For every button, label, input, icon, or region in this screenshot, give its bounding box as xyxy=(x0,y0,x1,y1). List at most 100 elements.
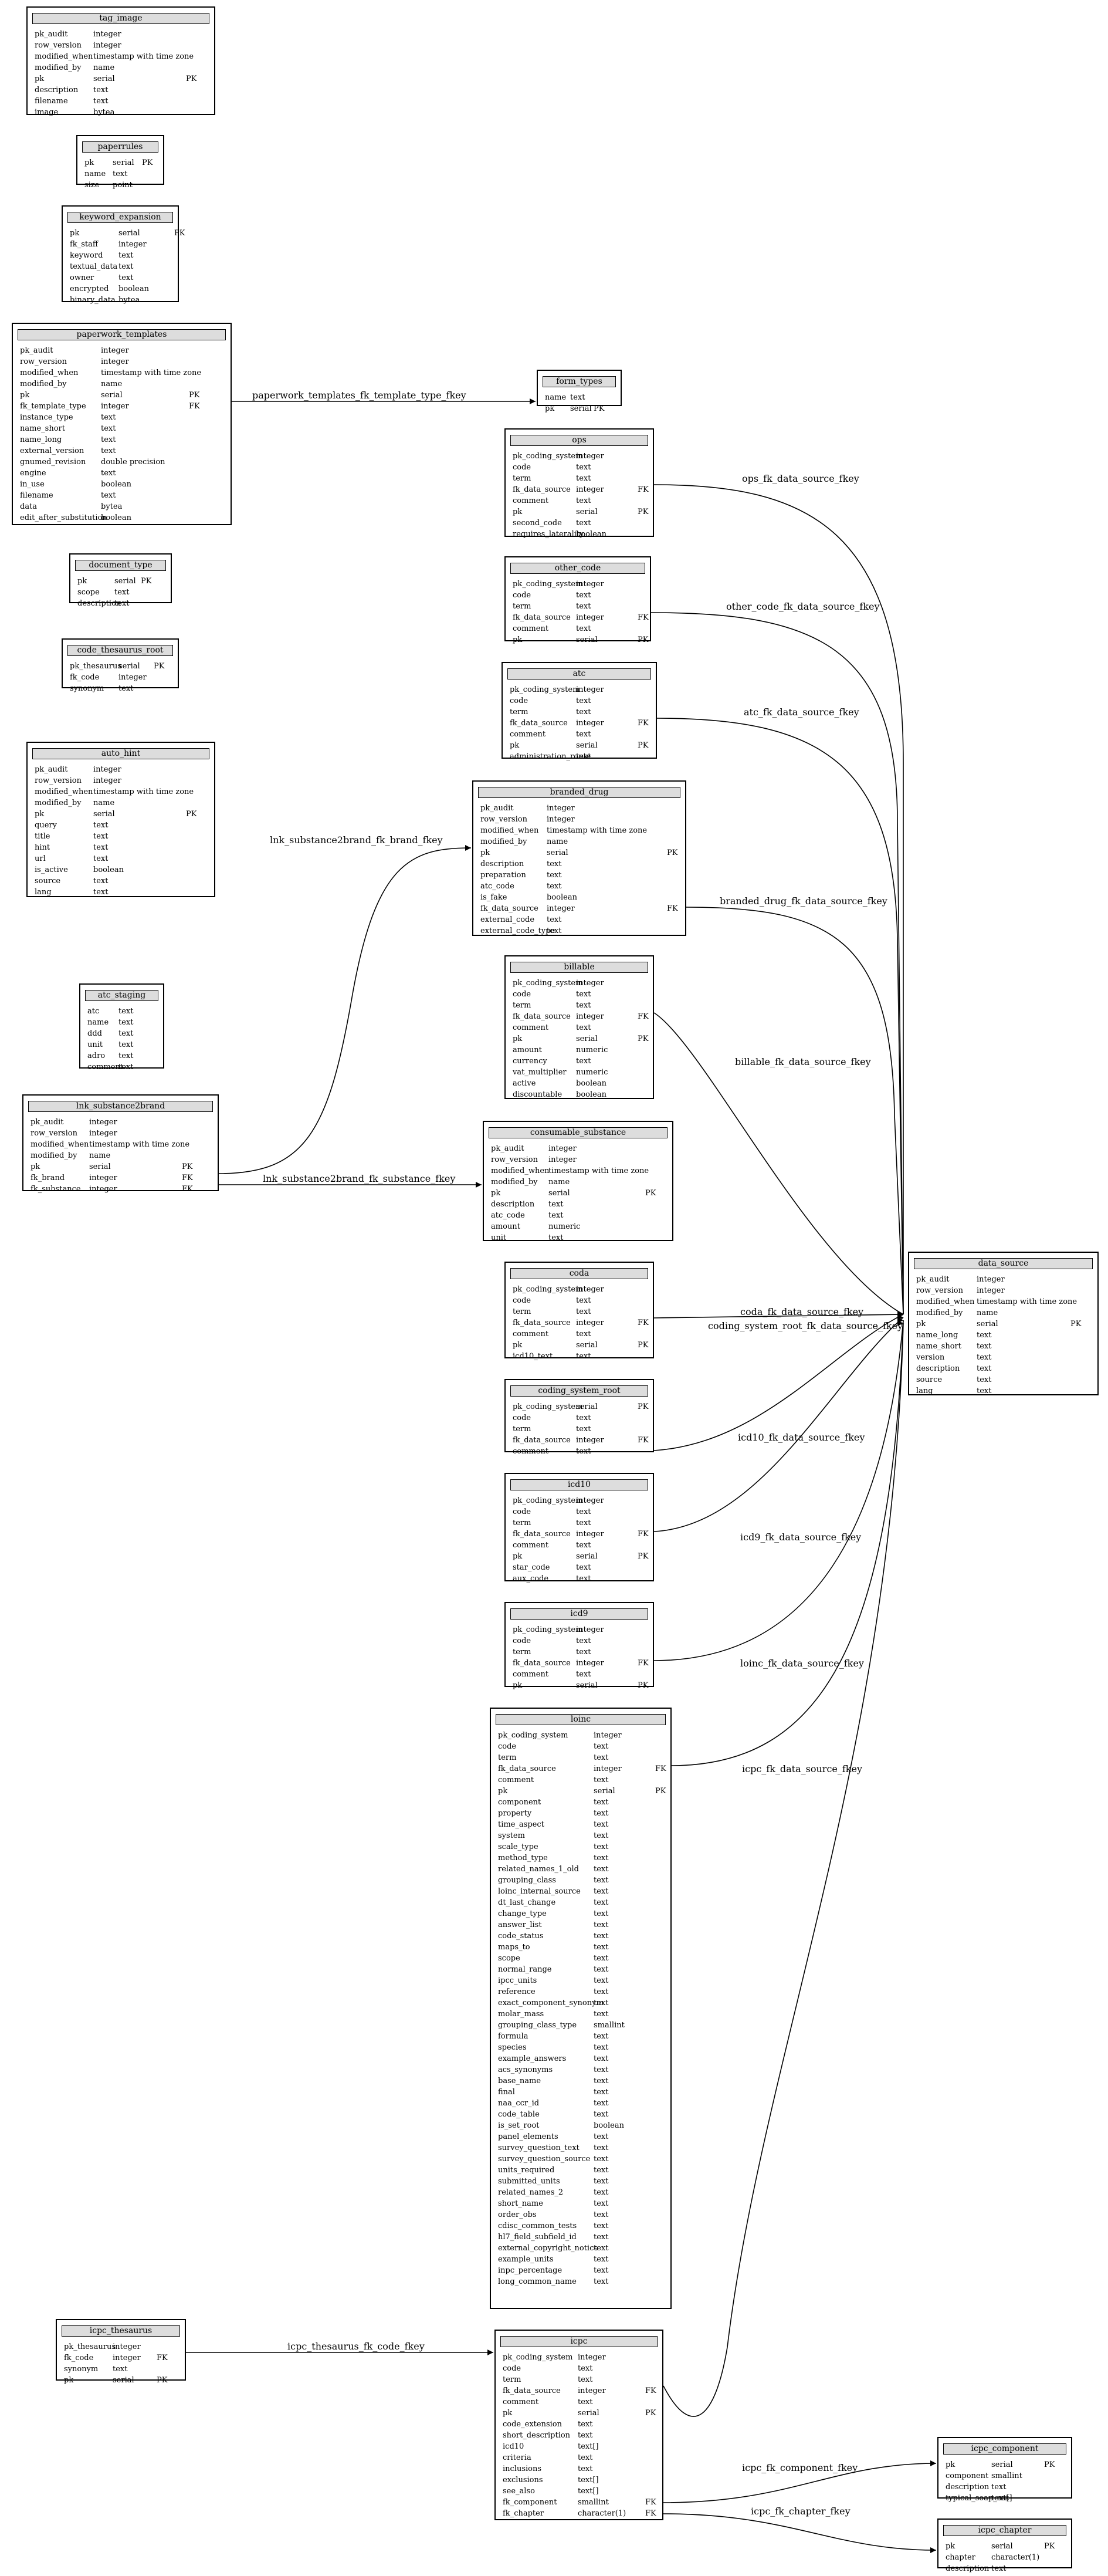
column-name: fk_data_source xyxy=(480,904,538,913)
column-name: pk xyxy=(70,229,80,238)
column-name: loinc_internal_source xyxy=(498,1887,581,1896)
column-type: text xyxy=(576,1307,591,1316)
column-name: external_code xyxy=(480,915,535,924)
column-name: modified_when xyxy=(35,787,93,796)
column-name: chapter xyxy=(946,2553,975,2562)
column-name: property xyxy=(498,1809,532,1818)
column-type: integer xyxy=(101,402,129,411)
column-type: text xyxy=(118,684,134,693)
column-type: name xyxy=(93,63,115,72)
column-name: row_version xyxy=(20,357,67,366)
column-type: integer xyxy=(93,765,121,774)
column-key: FK xyxy=(157,2354,168,2362)
column-name: modified_by xyxy=(35,63,82,72)
column-name: code xyxy=(513,990,531,999)
column-type: text xyxy=(547,860,562,868)
column-name: modified_when xyxy=(31,1140,89,1149)
column-type: text xyxy=(594,1820,609,1829)
column-key: PK xyxy=(174,229,185,238)
column-name: code xyxy=(513,1296,531,1305)
column-type: text xyxy=(594,1843,609,1851)
column-name: pk_audit xyxy=(31,1118,64,1127)
column-type: text xyxy=(594,1954,609,1963)
column-name: source xyxy=(916,1375,943,1384)
column-name: comment xyxy=(503,2398,539,2406)
column-name: lang xyxy=(35,888,52,897)
column-name: pk xyxy=(513,635,523,644)
column-name: formula xyxy=(498,2032,528,2041)
column-name: pk xyxy=(916,1320,926,1328)
column-type: timestamp with time zone xyxy=(101,369,202,377)
column-type: integer xyxy=(93,776,121,785)
column-name: pk_coding_system xyxy=(503,2353,573,2362)
column-name: modified_by xyxy=(491,1178,538,1186)
column-name: fk_template_type xyxy=(20,402,86,411)
column-type: serial xyxy=(977,1320,998,1328)
column-name: is_set_root xyxy=(498,2121,540,2130)
column-type: text xyxy=(578,2465,593,2473)
table-title: coda xyxy=(510,1268,648,1279)
column-name: comment xyxy=(498,1776,534,1784)
column-name: instance_type xyxy=(20,413,73,422)
column-name: title xyxy=(35,832,50,841)
column-type: serial xyxy=(101,391,123,400)
column-type: integer xyxy=(113,2342,141,2351)
column-name: hl7_field_subfield_id xyxy=(498,2233,577,2242)
